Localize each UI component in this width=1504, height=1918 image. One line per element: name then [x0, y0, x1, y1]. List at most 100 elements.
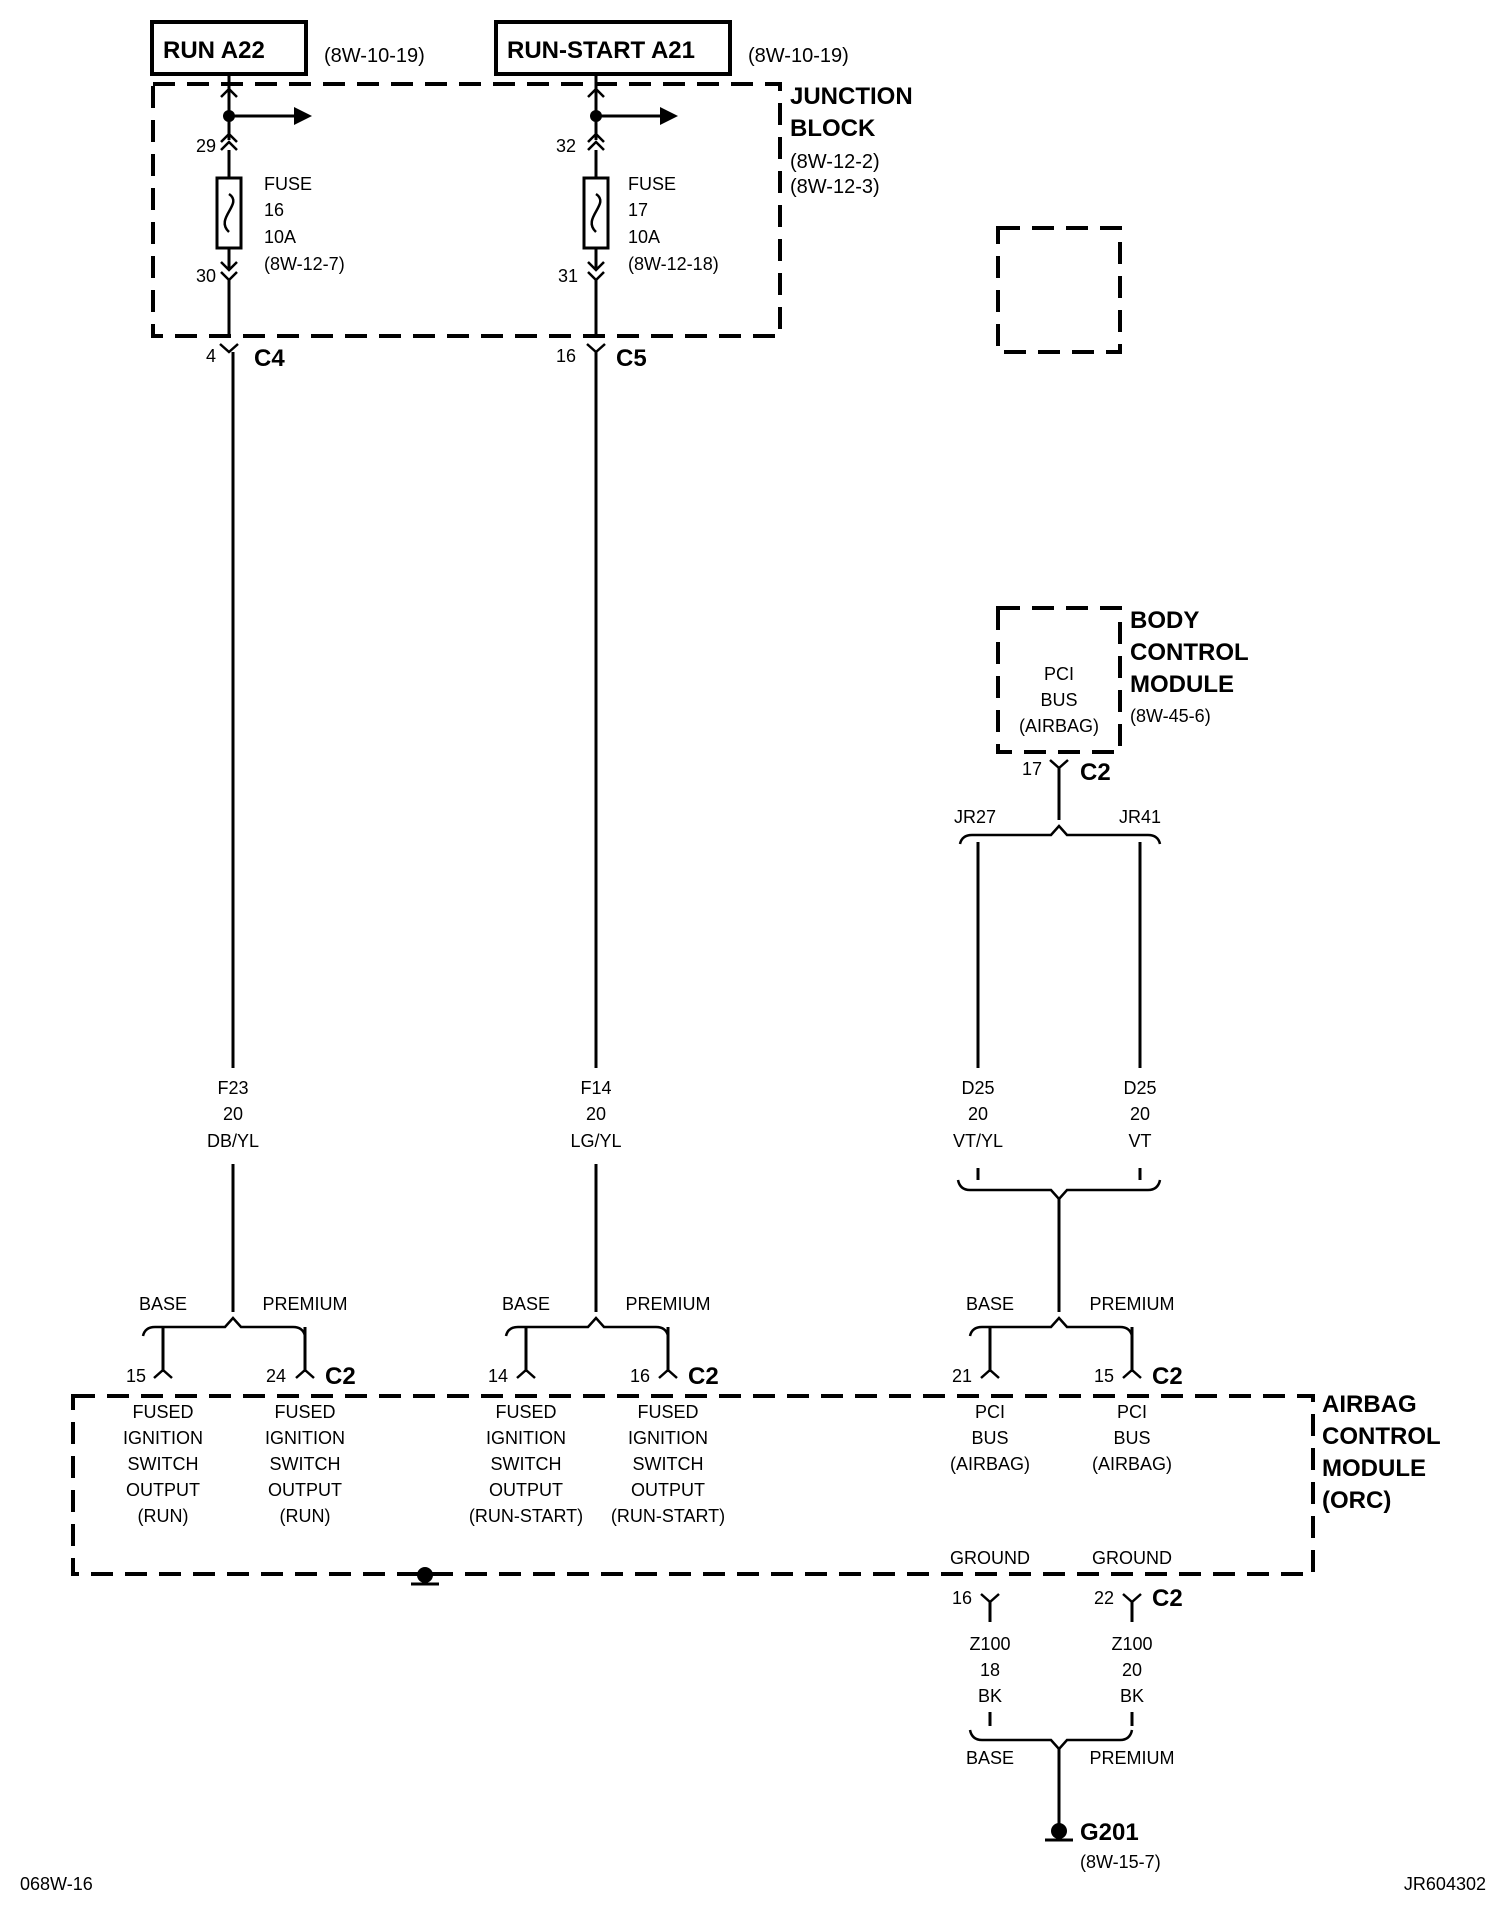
svg-text:PREMIUM: PREMIUM: [626, 1294, 711, 1314]
svg-text:CONTROL: CONTROL: [1322, 1423, 1441, 1450]
svg-text:16: 16: [952, 1588, 972, 1608]
fuse-17-circuit: 32 31 FUSE 17 10A (8W-12-18) 16 C5: [556, 74, 719, 372]
ground-icon: [1045, 1823, 1073, 1842]
orc-pin-16-run-start: 16 C2 FUSED IGNITION SWITCH OUTPUT (RUN-…: [611, 1362, 725, 1526]
svg-text:10A: 10A: [264, 227, 296, 247]
airbag-control-module: AIRBAG CONTROL MODULE (ORC): [71, 1391, 1441, 1586]
svg-text:(8W-12-7): (8W-12-7): [264, 254, 345, 274]
svg-text:22: 22: [1094, 1588, 1114, 1608]
svg-text:SWITCH: SWITCH: [270, 1454, 341, 1474]
svg-text:OUTPUT: OUTPUT: [631, 1480, 705, 1500]
svg-text:21: 21: [952, 1366, 972, 1386]
svg-text:CONTROL: CONTROL: [1130, 639, 1249, 666]
svg-text:20: 20: [586, 1104, 606, 1124]
svg-text:(8W-45-6): (8W-45-6): [1130, 706, 1211, 726]
svg-text:C2: C2: [1152, 1363, 1183, 1390]
orc-ground-16: GROUND 16 Z100 18 BK: [950, 1548, 1030, 1726]
svg-text:(8W-12-3): (8W-12-3): [790, 176, 880, 198]
junction-block: JUNCTION BLOCK (8W-12-2) (8W-12-3): [151, 82, 913, 338]
orc-pin-21-pci: 21 PCI BUS (AIRBAG): [950, 1362, 1030, 1474]
svg-text:(8W-10-19): (8W-10-19): [748, 45, 849, 67]
svg-text:FUSE: FUSE: [628, 174, 676, 194]
wire-d25-vt-yl: D25 20 VT/YL: [953, 1078, 1003, 1151]
orc-pin-15-pci: 15 C2 PCI BUS (AIRBAG): [1092, 1362, 1183, 1474]
svg-text:DB/YL: DB/YL: [207, 1131, 259, 1151]
svg-text:IGNITION: IGNITION: [486, 1428, 566, 1448]
svg-text:IGNITION: IGNITION: [123, 1428, 203, 1448]
case-ground-icon: [411, 1567, 439, 1586]
svg-text:D25: D25: [1123, 1078, 1156, 1098]
svg-text:BASE: BASE: [139, 1294, 187, 1314]
svg-text:C2: C2: [325, 1363, 356, 1390]
svg-text:16: 16: [264, 200, 284, 220]
svg-text:17: 17: [628, 200, 648, 220]
svg-text:IGNITION: IGNITION: [628, 1428, 708, 1448]
svg-text:VT: VT: [1128, 1131, 1151, 1151]
svg-text:AIRBAG: AIRBAG: [1322, 1391, 1417, 1418]
svg-text:(RUN): (RUN): [280, 1506, 331, 1526]
svg-text:(ORC): (ORC): [1322, 1487, 1391, 1514]
svg-text:BK: BK: [1120, 1686, 1144, 1706]
svg-text:BASE: BASE: [502, 1294, 550, 1314]
svg-text:OUTPUT: OUTPUT: [489, 1480, 563, 1500]
split-pci: BASE PREMIUM: [966, 1294, 1175, 1362]
svg-text:PCI: PCI: [1117, 1402, 1147, 1422]
svg-text:(RUN-START): (RUN-START): [469, 1506, 583, 1526]
svg-text:SWITCH: SWITCH: [128, 1454, 199, 1474]
source-run-start-a21: RUN-START A21 (8W-10-19): [494, 20, 849, 76]
svg-text:Z100: Z100: [1111, 1634, 1152, 1654]
svg-text:FUSED: FUSED: [637, 1402, 698, 1422]
svg-text:(AIRBAG): (AIRBAG): [950, 1454, 1030, 1474]
svg-text:20: 20: [968, 1104, 988, 1124]
svg-text:RUN A22: RUN A22: [163, 37, 265, 64]
svg-text:PCI: PCI: [1044, 664, 1074, 684]
svg-text:MODULE: MODULE: [1130, 671, 1234, 698]
svg-text:16: 16: [556, 346, 576, 366]
footer-left: 068W-16: [20, 1874, 93, 1894]
svg-text:BASE: BASE: [966, 1294, 1014, 1314]
split-run-start: BASE PREMIUM: [502, 1294, 711, 1362]
svg-text:C5: C5: [616, 345, 647, 372]
svg-text:(AIRBAG): (AIRBAG): [1092, 1454, 1172, 1474]
svg-text:JUNCTION: JUNCTION: [790, 83, 913, 110]
svg-text:15: 15: [1094, 1366, 1114, 1386]
wire-d25-vt: D25 20 VT: [1123, 1078, 1156, 1151]
svg-text:18: 18: [980, 1660, 1000, 1680]
wire-f14: F14 20 LG/YL: [568, 352, 624, 1312]
footer-right: JR604302: [1404, 1874, 1486, 1894]
svg-text:FUSE: FUSE: [264, 174, 312, 194]
svg-text:SWITCH: SWITCH: [633, 1454, 704, 1474]
svg-text:FUSED: FUSED: [495, 1402, 556, 1422]
fuse-16-circuit: 29 30 FUSE 16 10A (8W-12-7) 4 C4: [196, 74, 345, 372]
orc-pin-15-run: 15 FUSED IGNITION SWITCH OUTPUT (RUN): [123, 1362, 203, 1526]
d25-join: [956, 1168, 1162, 1312]
ground-g201: G201 (8W-15-7): [1045, 1819, 1161, 1872]
svg-text:VT/YL: VT/YL: [953, 1131, 1003, 1151]
svg-text:PREMIUM: PREMIUM: [1090, 1748, 1175, 1768]
svg-text:MODULE: MODULE: [1322, 1455, 1426, 1482]
svg-text:30: 30: [196, 266, 216, 286]
bcm-connector-and-splice: 17 C2 JR27 JR41: [954, 759, 1162, 1068]
svg-text:20: 20: [223, 1104, 243, 1124]
svg-text:F23: F23: [217, 1078, 248, 1098]
svg-text:15: 15: [126, 1366, 146, 1386]
svg-text:OUTPUT: OUTPUT: [126, 1480, 200, 1500]
svg-text:PCI: PCI: [975, 1402, 1005, 1422]
svg-text:PREMIUM: PREMIUM: [263, 1294, 348, 1314]
ground-join: BASE PREMIUM: [966, 1729, 1175, 1830]
svg-text:SWITCH: SWITCH: [491, 1454, 562, 1474]
svg-text:BLOCK: BLOCK: [790, 115, 876, 142]
svg-text:BK: BK: [978, 1686, 1002, 1706]
svg-text:JR41: JR41: [1119, 807, 1161, 827]
svg-text:10A: 10A: [628, 227, 660, 247]
body-control-module: PCI BUS (AIRBAG) BODY CONTROL MODULE (8W…: [996, 226, 1249, 736]
svg-text:C4: C4: [254, 345, 285, 372]
svg-text:FUSED: FUSED: [132, 1402, 193, 1422]
svg-text:(8W-10-19): (8W-10-19): [324, 45, 425, 67]
svg-text:BUS: BUS: [1113, 1428, 1150, 1448]
svg-text:(RUN-START): (RUN-START): [611, 1506, 725, 1526]
orc-pin-14-run-start: 14 FUSED IGNITION SWITCH OUTPUT (RUN-STA…: [469, 1362, 583, 1526]
svg-text:LG/YL: LG/YL: [570, 1131, 621, 1151]
svg-text:(RUN): (RUN): [138, 1506, 189, 1526]
svg-text:C2: C2: [1080, 759, 1111, 786]
